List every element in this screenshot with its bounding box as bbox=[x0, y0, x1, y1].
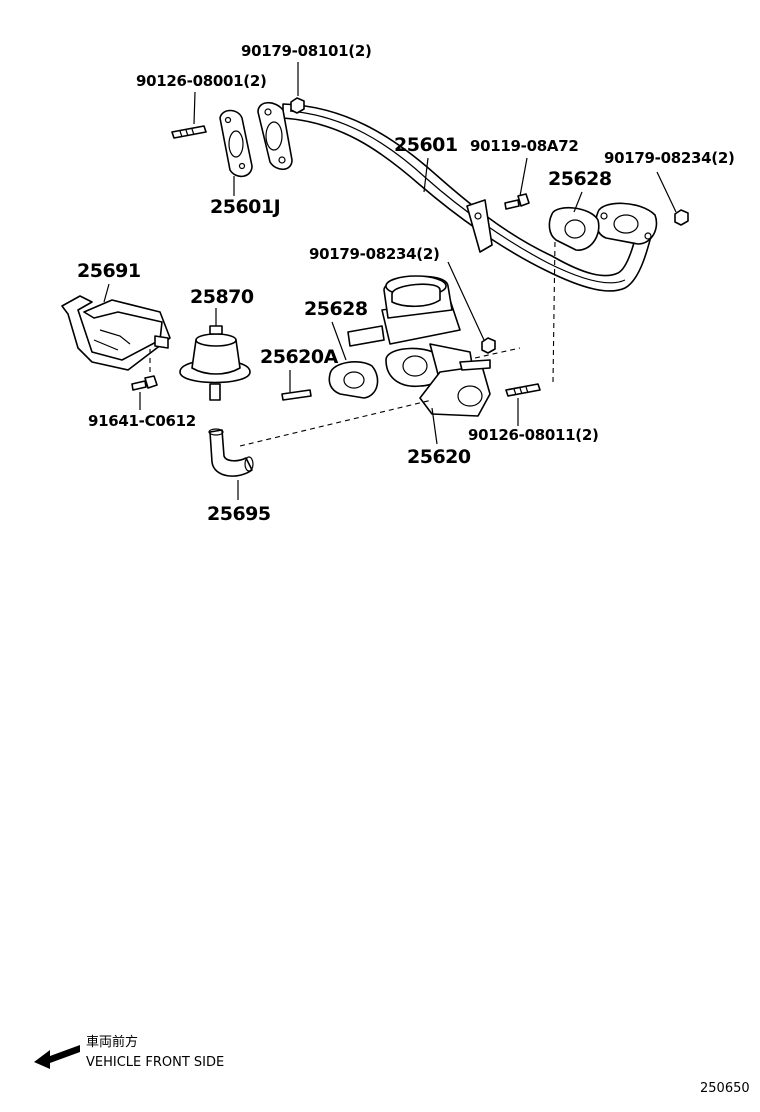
front-direction-en: VEHICLE FRONT SIDE bbox=[86, 1055, 225, 1070]
bolt-90119-08A72 bbox=[504, 193, 530, 210]
nut-90179-08234-top bbox=[674, 209, 689, 226]
pipe-flange-left bbox=[257, 101, 293, 171]
bolt-91641-C0612 bbox=[131, 375, 158, 391]
gasket-25628-right bbox=[548, 207, 600, 251]
stud-25620A bbox=[281, 389, 312, 401]
figure-code: 250650 bbox=[700, 1081, 750, 1096]
gasket-25628-left bbox=[328, 361, 379, 399]
nut-90179-08101 bbox=[290, 97, 305, 114]
label-25601[interactable]: 25601 bbox=[394, 134, 458, 156]
stud-90126-08011 bbox=[505, 383, 541, 397]
gasket-25601J bbox=[219, 109, 253, 178]
pipe-flange-right bbox=[595, 202, 658, 245]
egr-valve-25620 bbox=[347, 275, 491, 417]
hose-25695 bbox=[208, 428, 254, 477]
label-90126-08011[interactable]: 90126-08011(2) bbox=[468, 426, 599, 444]
label-90179-08234-mid[interactable]: 90179-08234(2) bbox=[309, 245, 440, 263]
label-90126-08001[interactable]: 90126-08001(2) bbox=[136, 72, 267, 90]
label-25620A[interactable]: 25620A bbox=[260, 346, 338, 368]
label-91641-C0612[interactable]: 91641-C0612 bbox=[88, 412, 196, 430]
label-25695[interactable]: 25695 bbox=[207, 503, 271, 525]
label-25870[interactable]: 25870 bbox=[190, 286, 254, 308]
leader-lines bbox=[103, 62, 677, 500]
label-25620[interactable]: 25620 bbox=[407, 446, 471, 468]
label-25601J[interactable]: 25601J bbox=[210, 196, 281, 218]
label-90179-08234-top[interactable]: 90179-08234(2) bbox=[604, 149, 735, 167]
label-90179-08101[interactable]: 90179-08101(2) bbox=[241, 42, 372, 60]
stud-90126-08001 bbox=[171, 125, 207, 139]
vacuum-modulator-25870 bbox=[179, 325, 251, 401]
front-arrow-icon bbox=[34, 1045, 80, 1069]
label-25691[interactable]: 25691 bbox=[77, 260, 141, 282]
bracket-25691 bbox=[61, 295, 171, 371]
front-direction-jp: 車両前方 bbox=[86, 1035, 139, 1050]
nut-90179-08234-mid bbox=[481, 337, 496, 354]
label-25628-right[interactable]: 25628 bbox=[548, 168, 612, 190]
label-90119-08A72[interactable]: 90119-08A72 bbox=[470, 137, 579, 155]
label-25628-left[interactable]: 25628 bbox=[304, 298, 368, 320]
assembly-lines bbox=[149, 239, 556, 447]
